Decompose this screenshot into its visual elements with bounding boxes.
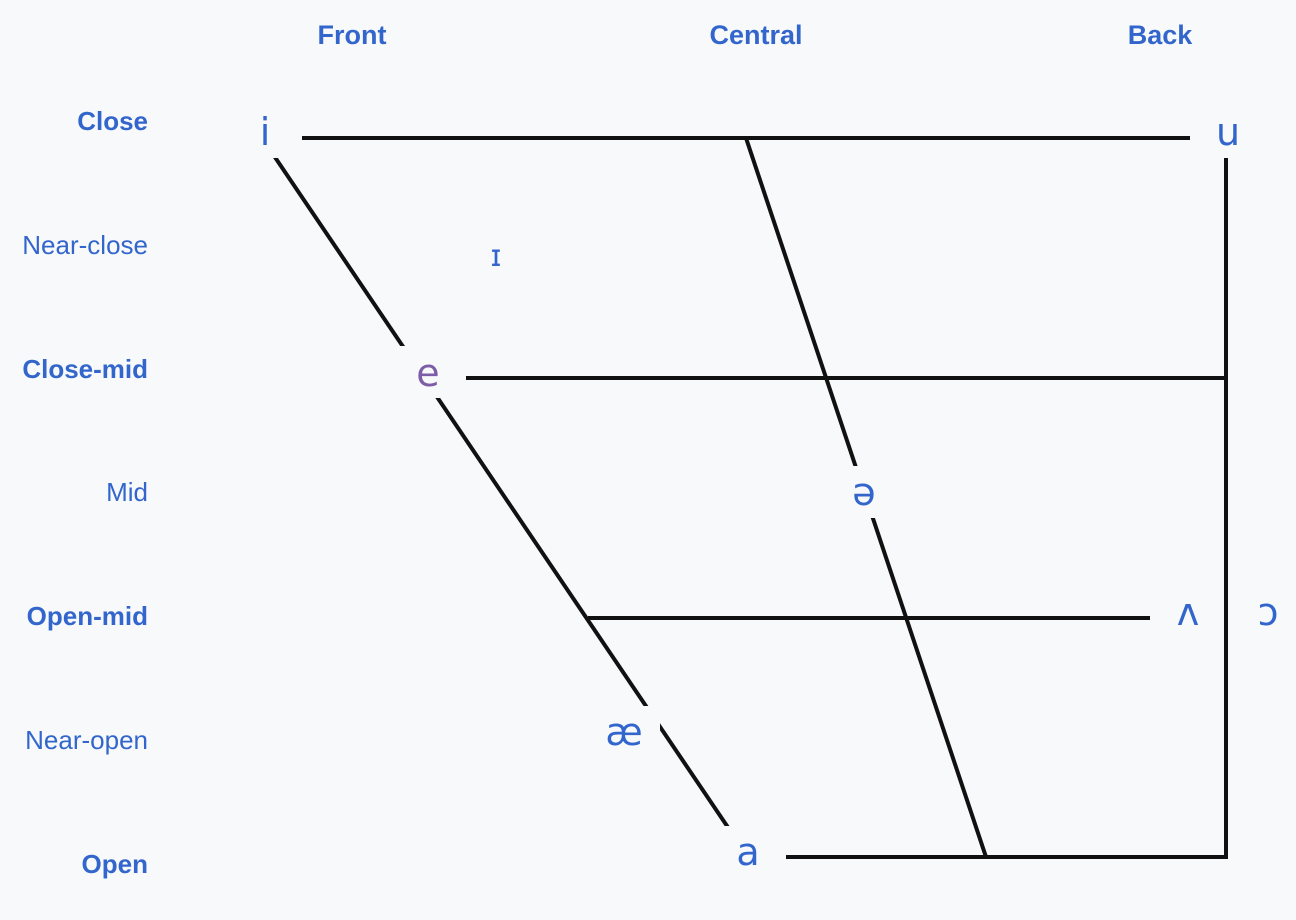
vowel-ash-mask [594,706,660,758]
vowel-i-symbol[interactable]: i [260,110,271,154]
vowel-a[interactable]: a [708,826,786,878]
vowel-a-symbol[interactable]: a [736,830,759,874]
vowel-wedge[interactable]: ʌ [1150,586,1224,638]
row-open-label[interactable]: Open [82,849,148,879]
column-front-label[interactable]: Front [318,20,387,50]
vowel-e-symbol[interactable]: e [416,351,439,395]
vowel-wedge-mask [1150,586,1224,638]
vowel-e-mask [398,346,466,398]
row-mid-label[interactable]: Mid [106,477,148,507]
vowel-wedge-symbol[interactable]: ʌ [1177,590,1200,634]
vowel-u-mask [1190,106,1250,158]
column-central-label[interactable]: Central [709,20,802,50]
vowel-u[interactable]: u [1190,106,1250,158]
vowel-e[interactable]: e [398,346,466,398]
vowel-i[interactable]: i [240,106,302,158]
vowel-ash[interactable]: æ [594,706,660,758]
row-open-mid-label[interactable]: Open-mid [27,601,148,631]
vowel-open-o-symbol[interactable]: ɔ [1258,590,1279,634]
vowel-small-cap-i-symbol[interactable]: ɪ [490,239,501,274]
vowel-u-symbol[interactable]: u [1216,110,1240,154]
row-close-mid-label[interactable]: Close-mid [22,354,148,384]
vowel-schwa-symbol[interactable]: ə [852,470,875,514]
row-near-open-label[interactable]: Near-open [25,725,148,755]
vowel-schwa-mask [838,466,890,518]
vowel-open-o[interactable]: ɔ [1228,586,1294,638]
front-edge-line [260,136,750,859]
vowel-open-o-mask [1228,586,1294,638]
vowel-schwa[interactable]: ə [838,466,890,518]
vowel-ash-symbol[interactable]: æ [605,710,642,754]
column-back-label[interactable]: Back [1128,20,1194,50]
vowel-small-cap-i[interactable]: ɪ [490,239,501,274]
vowel-trapezoid [260,136,1228,859]
vowel-a-mask [708,826,786,878]
vowel-i-mask [240,106,302,158]
row-near-close-label[interactable]: Near-close [22,230,148,260]
row-close-label[interactable]: Close [77,106,148,136]
